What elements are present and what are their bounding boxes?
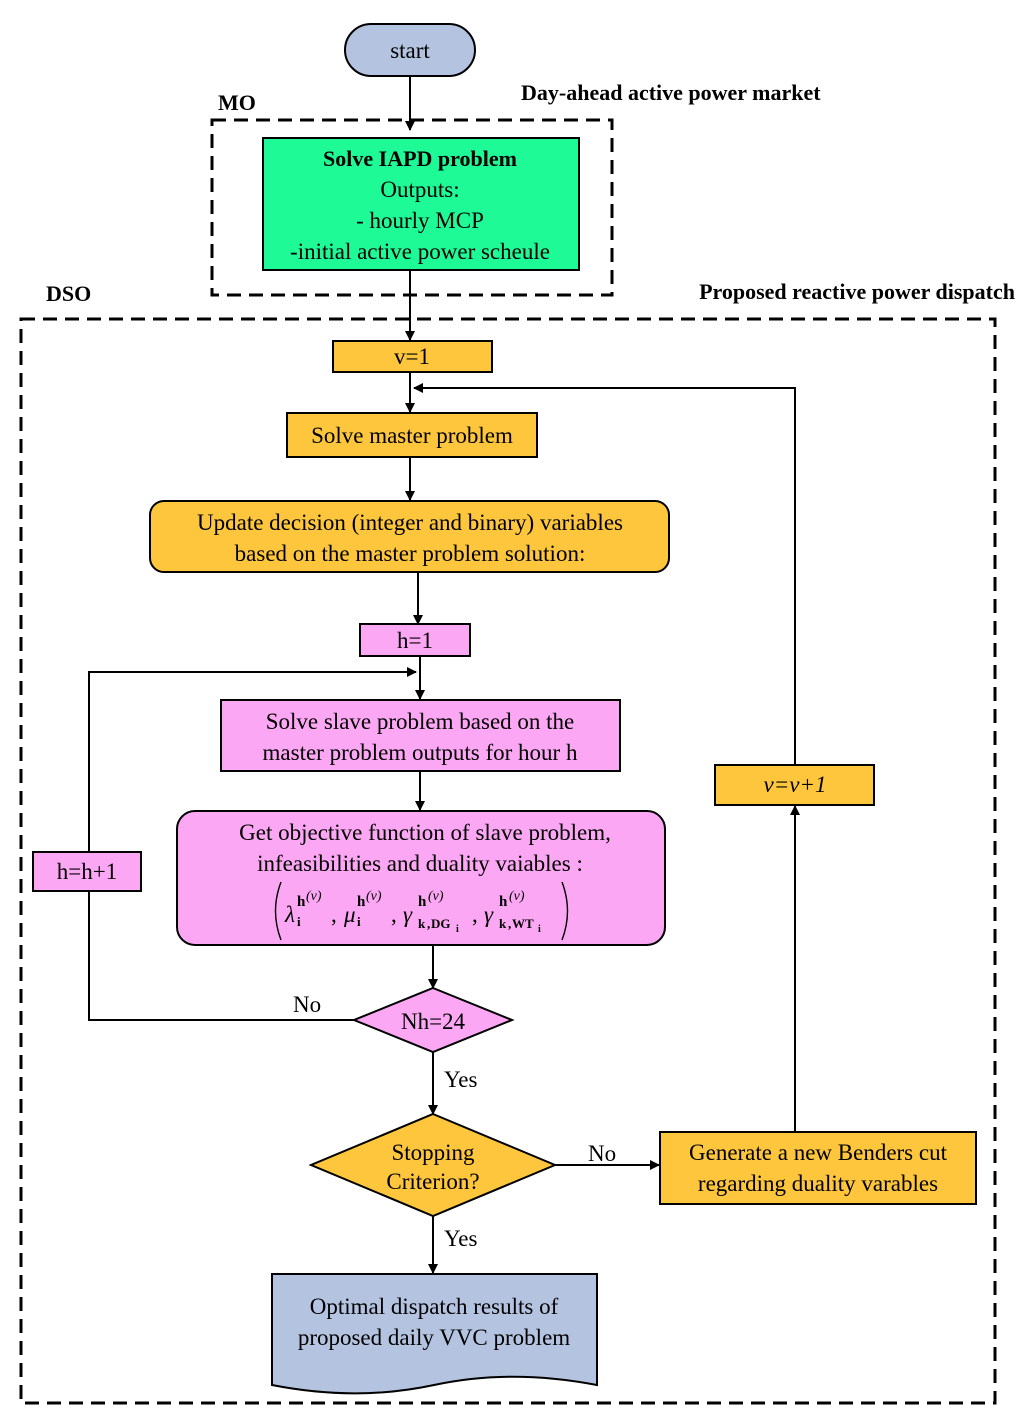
formula-gamma-dg-label: DG	[431, 916, 451, 931]
formula-gamma-dg: γ	[403, 902, 413, 927]
v-init-box	[332, 340, 493, 373]
stopping-decision-diamond	[308, 1112, 558, 1218]
nh-decision-label: Nh=24	[401, 1009, 466, 1034]
formula-mu-i: i	[357, 914, 361, 929]
no-label-2: No	[588, 1141, 616, 1166]
result-line1: Optimal dispatch results of	[310, 1294, 559, 1319]
formula-mu: μ	[343, 902, 356, 927]
iapd-line2: - hourly MCP	[356, 208, 484, 233]
benders-box	[659, 1131, 977, 1205]
start-label: start	[390, 38, 430, 63]
h-inc-label: h=h+1	[57, 859, 117, 884]
formula-gamma-wt-label: WT	[512, 916, 534, 931]
iapd-line3: -initial active power scheule	[290, 239, 550, 264]
dispatch-title: Proposed reactive power dispatch	[699, 279, 1015, 304]
objective-line1: Get objective function of slave problem,	[239, 820, 611, 845]
connectors	[88, 76, 800, 1274]
dso-group-box	[19, 317, 997, 1405]
slave-line2: master problem outputs for hour h	[263, 740, 578, 765]
slave-line1: Solve slave problem based on the	[266, 709, 575, 734]
formula-comma2: ,	[391, 902, 397, 927]
v-inc-label: v=v+1	[764, 772, 827, 797]
formula-comma1: ,	[331, 902, 337, 927]
yes-label-1: Yes	[444, 1067, 478, 1092]
formula-lambda: λ	[284, 902, 295, 927]
formula-gamma-wt-h: h	[499, 894, 508, 910]
formula-gamma-dg-h: h	[418, 894, 427, 910]
yes-label-2: Yes	[444, 1226, 478, 1251]
update-line2: based on the master problem solution:	[235, 541, 586, 566]
iapd-box	[262, 137, 580, 271]
formula-comma3: ,	[472, 902, 478, 927]
formula-lambda-i: i	[297, 914, 301, 929]
result-line2: proposed daily VVC problem	[298, 1325, 570, 1350]
formula-mu-h: h	[357, 894, 366, 910]
objective-line2: infeasibilities and duality vaiables :	[257, 851, 583, 876]
duality-variables-formula: λ h (v) i , μ h (v) i , γ h (v) k , DG i…	[274, 881, 569, 941]
formula-gamma-wt-k: k	[499, 916, 507, 931]
formula-gamma-dg-k: k	[418, 916, 426, 931]
master-label: Solve master problem	[311, 423, 513, 448]
v-inc-box	[714, 764, 875, 806]
iapd-line1: Outputs:	[380, 177, 459, 202]
update-line1: Update decision (integer and binary) var…	[197, 510, 623, 535]
formula-gamma-wt-v: (v)	[509, 889, 525, 904]
objective-box	[176, 810, 666, 946]
formula-mu-v: (v)	[366, 889, 382, 904]
iapd-title: Solve IAPD problem	[323, 146, 517, 171]
market-title: Day-ahead active power market	[521, 80, 821, 105]
formula-gamma-dg-comma: ,	[427, 916, 430, 931]
formula-gamma-wt-comma: ,	[508, 916, 511, 931]
formula-lambda-h: h	[297, 894, 306, 910]
nh-decision-diamond	[351, 986, 515, 1054]
formula-lambda-v: (v)	[306, 889, 322, 904]
mo-group-box	[210, 118, 614, 297]
benders-line1: Generate a new Benders cut	[689, 1140, 948, 1165]
start-node	[344, 23, 476, 77]
dso-label: DSO	[46, 281, 91, 306]
stopping-line2: Criterion?	[386, 1169, 479, 1194]
master-box	[286, 412, 538, 458]
formula-left-paren	[274, 881, 282, 941]
formula-gamma-wt-i: i	[538, 924, 541, 935]
v-init-label: v=1	[394, 344, 430, 369]
no-label-1: No	[293, 992, 321, 1017]
h-init-box	[359, 623, 471, 657]
formula-right-paren	[561, 881, 569, 941]
formula-gamma-wt: γ	[484, 902, 494, 927]
h-init-label: h=1	[397, 628, 433, 653]
formula-gamma-dg-v: (v)	[428, 889, 444, 904]
mo-label: MO	[218, 90, 256, 115]
stopping-line1: Stopping	[391, 1140, 475, 1165]
h-inc-box	[32, 851, 142, 892]
slave-box	[220, 699, 621, 772]
result-document	[271, 1273, 598, 1395]
benders-line2: regarding duality varables	[698, 1171, 938, 1196]
formula-gamma-dg-i: i	[456, 924, 459, 935]
update-box	[149, 500, 670, 573]
